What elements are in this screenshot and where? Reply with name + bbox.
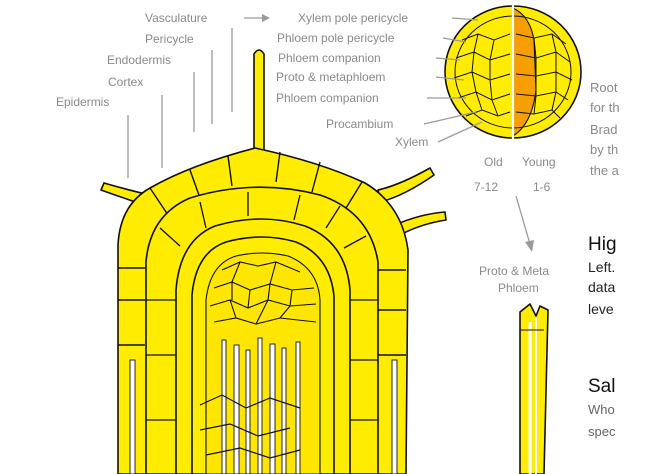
label-young-range: 1-6 (533, 180, 551, 194)
label-old: Old (484, 155, 503, 169)
side-heading-2: Sal (588, 376, 615, 397)
phloem-strand (520, 304, 548, 474)
label-epidermis: Epidermis (56, 95, 109, 109)
label-cortex: Cortex (108, 75, 143, 89)
side-body-1c: leve (588, 301, 614, 317)
label-pericycle: Pericycle (145, 32, 194, 46)
side-root-line2: for th (590, 100, 620, 115)
side-panel-text: Root for th Brad by th the a Hig Left. d… (588, 80, 620, 439)
side-body-2a: Who (588, 402, 615, 417)
label-phloem-pole-pericycle: Phloem pole pericycle (277, 31, 395, 45)
label-old-range: 7-12 (474, 180, 498, 194)
label-xylem-pole-pericycle: Xylem pole pericycle (298, 11, 408, 25)
label-xylem: Xylem (395, 135, 428, 149)
longitudinal-root-section (101, 50, 446, 474)
label-proto-metaphloem: Proto & metaphloem (276, 70, 385, 84)
side-root-line4: by th (590, 142, 618, 157)
label-phloem-companion-1: Phloem companion (278, 51, 381, 65)
label-endodermis: Endodermis (107, 53, 171, 67)
stele-cross-section (445, 4, 581, 140)
side-body-1a: Left. (588, 259, 615, 275)
root-hair-right (378, 168, 434, 202)
side-root-line3: Brad (590, 122, 617, 137)
label-proto-meta-phloem-line1: Proto & Meta (479, 264, 549, 278)
root-hair-top-center (254, 50, 264, 150)
side-body-2b: spec (588, 424, 616, 439)
label-phloem-companion-2: Phloem companion (276, 91, 379, 105)
phloem-arrow (516, 196, 534, 252)
side-root-line1: Root (590, 80, 618, 95)
side-body-1b: data (588, 279, 615, 295)
label-young: Young (522, 155, 556, 169)
label-vasculature: Vasculature (145, 11, 208, 25)
side-heading-1: Hig (588, 234, 617, 255)
label-procambium: Procambium (326, 117, 393, 131)
label-proto-meta-phloem-line2: Phloem (498, 281, 539, 295)
side-root-line5: the a (590, 163, 620, 178)
